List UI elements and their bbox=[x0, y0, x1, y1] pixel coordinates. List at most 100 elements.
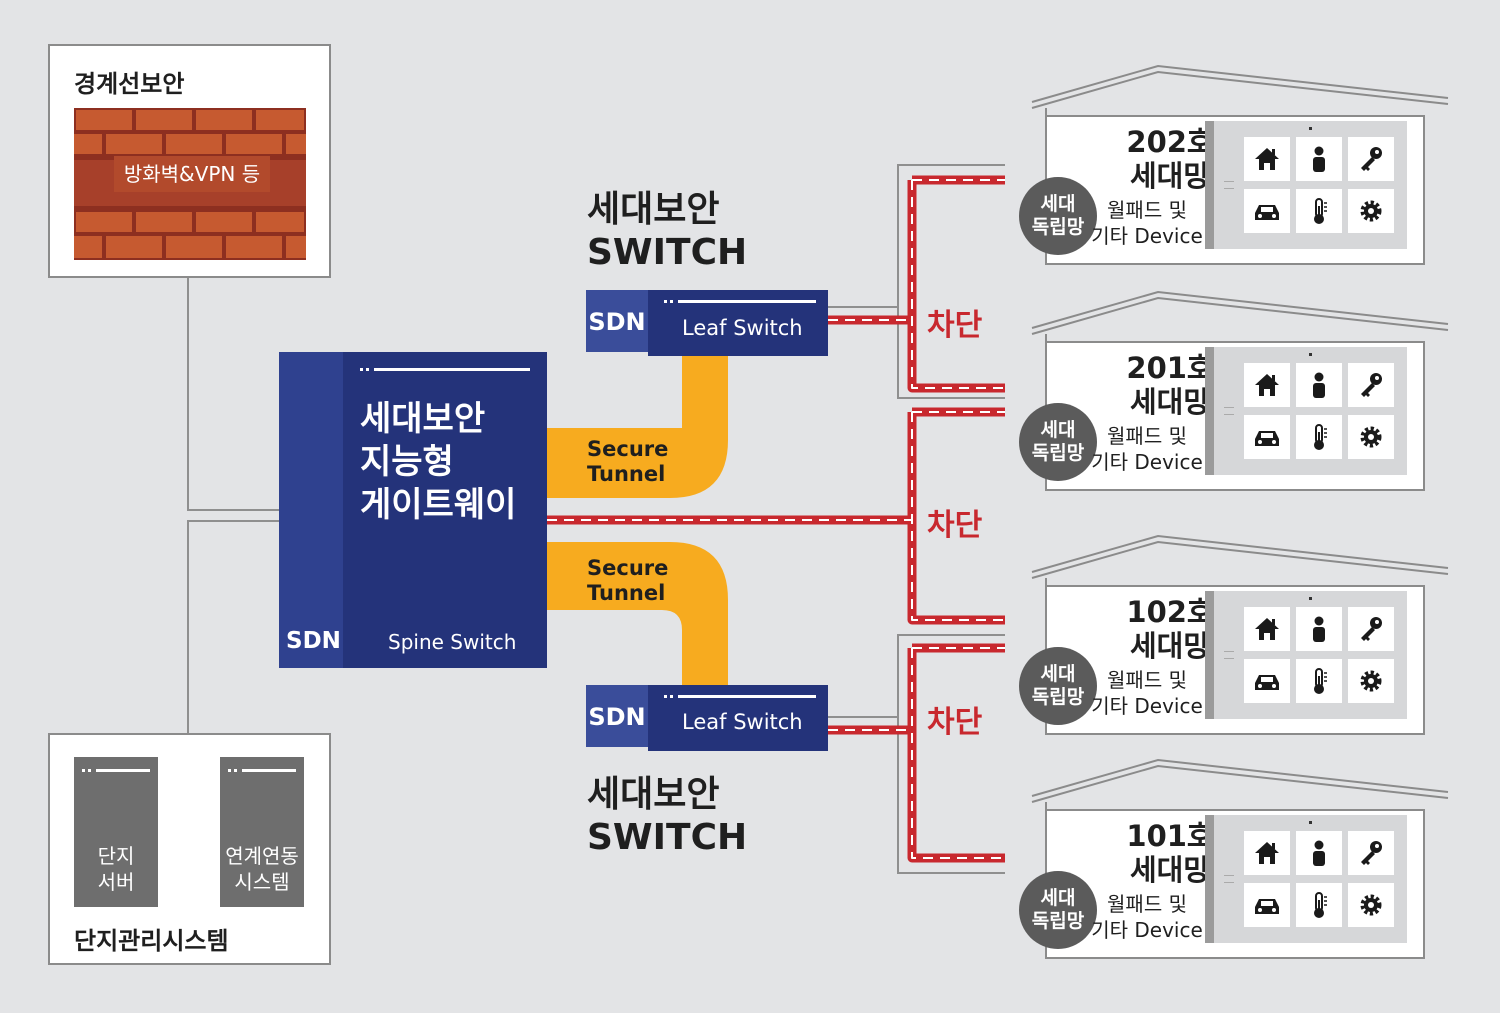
server-label-line: 서버 bbox=[97, 870, 135, 894]
leaf-switch-lower-indicator bbox=[664, 695, 816, 698]
gateway-title-line: 세대보안 bbox=[360, 399, 486, 439]
leaf1-gray-link bbox=[828, 164, 1005, 308]
leaf2-gray-link-lower bbox=[897, 717, 1005, 874]
thermometer-icon bbox=[1296, 883, 1342, 927]
secure-tunnel-lower bbox=[547, 542, 728, 685]
badge-line: 독립망 bbox=[1031, 442, 1085, 464]
blocked-path-middle bbox=[547, 407, 1005, 625]
leaf-switch-upper-model: Leaf Switch bbox=[682, 316, 803, 340]
key-icon bbox=[1348, 137, 1394, 181]
house-roof bbox=[1031, 758, 1449, 814]
switch-title-line: 세대보안 bbox=[587, 189, 720, 230]
device-line: 월패드 및 bbox=[1107, 198, 1187, 222]
switch-title-line: SWITCH bbox=[587, 232, 748, 273]
complex-server: 단지 서버 bbox=[74, 757, 158, 907]
unit-network: 세대망 bbox=[1129, 385, 1211, 419]
perimeter-security-panel: 경계선보안 방화벽&VPN 등 bbox=[48, 44, 331, 278]
device-line: 기타 Device bbox=[1091, 918, 1203, 942]
person-icon bbox=[1296, 831, 1342, 875]
leaf-switch-title-upper: 세대보안 SWITCH bbox=[587, 188, 747, 274]
server-indicator bbox=[82, 769, 150, 772]
key-icon bbox=[1348, 363, 1394, 407]
badge-line: 독립망 bbox=[1031, 686, 1085, 708]
gateway-title-line: 지능형 bbox=[360, 442, 454, 482]
integration-system: 연계연동 시스템 bbox=[220, 757, 304, 907]
house-roof bbox=[1031, 290, 1449, 346]
unit-number: 202호 bbox=[1126, 125, 1214, 159]
wallpad-camera bbox=[1309, 127, 1312, 130]
thermometer-icon bbox=[1296, 415, 1342, 459]
leaf1-gray-link-lower bbox=[897, 307, 1005, 399]
device-line: 기타 Device bbox=[1091, 224, 1203, 248]
wallpad-camera bbox=[1309, 597, 1312, 600]
wallpad bbox=[1205, 347, 1407, 475]
gear-icon bbox=[1348, 659, 1394, 703]
gateway-front-face bbox=[343, 352, 547, 668]
wallpad-speaker bbox=[1224, 875, 1234, 883]
firewall-vpn-label: 방화벽&VPN 등 bbox=[114, 156, 270, 192]
wallpad bbox=[1205, 121, 1407, 249]
car-icon bbox=[1244, 415, 1290, 459]
secure-tunnel-upper bbox=[547, 356, 728, 498]
complex-link bbox=[187, 520, 280, 735]
wallpad-speaker bbox=[1224, 181, 1234, 189]
thermometer-icon bbox=[1296, 189, 1342, 233]
wallpad bbox=[1205, 591, 1407, 719]
thermometer-icon bbox=[1296, 659, 1342, 703]
gear-icon bbox=[1348, 415, 1394, 459]
house-roof bbox=[1031, 534, 1449, 590]
unit-number: 102호 bbox=[1126, 595, 1214, 629]
gateway-model-label: Spine Switch bbox=[388, 630, 517, 654]
badge-line: 세대 bbox=[1040, 419, 1076, 441]
perimeter-link bbox=[187, 278, 280, 511]
blocked-path-top bbox=[828, 175, 1005, 393]
gear-icon bbox=[1348, 883, 1394, 927]
device-line: 기타 Device bbox=[1091, 694, 1203, 718]
device-line: 월패드 및 bbox=[1107, 424, 1187, 448]
car-icon bbox=[1244, 883, 1290, 927]
leaf-switch-lower-model: Leaf Switch bbox=[682, 710, 803, 734]
unit-network: 세대망 bbox=[1129, 629, 1211, 663]
secure-tunnel-label-upper: Secure Tunnel bbox=[587, 437, 668, 487]
leaf-switch-title-lower: 세대보안 SWITCH bbox=[587, 773, 747, 859]
wallpad-speaker bbox=[1224, 407, 1234, 415]
cutoff-label: 차단 bbox=[927, 508, 983, 543]
badge-line: 독립망 bbox=[1031, 216, 1085, 238]
home-icon bbox=[1244, 137, 1290, 181]
car-icon bbox=[1244, 189, 1290, 233]
tunnel-label-line: Tunnel bbox=[587, 581, 666, 605]
server-indicator bbox=[228, 769, 296, 772]
server-label-line: 단지 bbox=[97, 844, 135, 868]
person-icon bbox=[1296, 137, 1342, 181]
badge-line: 세대 bbox=[1040, 663, 1076, 685]
leaf2-gray-link bbox=[828, 634, 1005, 718]
server-label-line: 연계연동 bbox=[225, 844, 299, 868]
gateway-sdn-label: SDN bbox=[286, 628, 341, 654]
cutoff-label: 차단 bbox=[927, 705, 983, 740]
wallpad-camera bbox=[1309, 353, 1312, 356]
device-line: 기타 Device bbox=[1091, 450, 1203, 474]
brick-pattern bbox=[74, 110, 306, 258]
complex-management-panel: 단지 서버 연계연동 시스템 단지관리시스템 bbox=[48, 733, 331, 965]
person-icon bbox=[1296, 363, 1342, 407]
key-icon bbox=[1348, 607, 1394, 651]
switch-title-line: SWITCH bbox=[587, 817, 748, 858]
unit-network: 세대망 bbox=[1129, 853, 1211, 887]
cutoff-label: 차단 bbox=[927, 308, 983, 343]
blocked-path-bottom bbox=[828, 643, 1005, 863]
